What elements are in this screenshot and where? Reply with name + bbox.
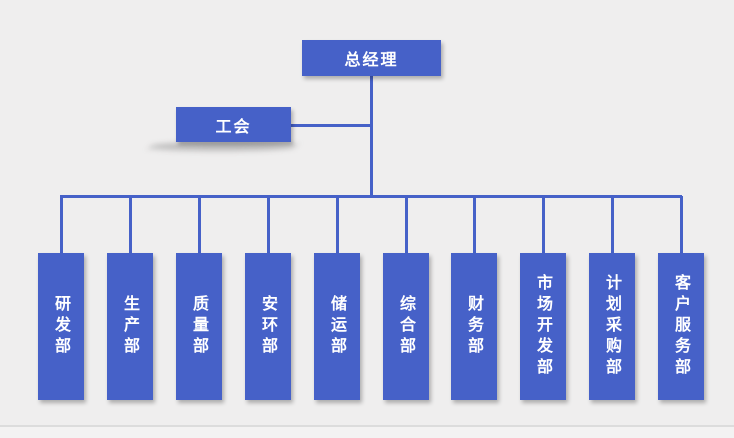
connector-line-dept [198,196,201,253]
connector-line-dept [336,196,339,253]
dept-node-safety-environment: 安环部 [245,253,291,400]
dept-node-production: 生产部 [107,253,153,400]
dept-node-planning-procurement: 计划采购部 [589,253,635,400]
dept-label: 质量部 [190,295,209,358]
connector-line-union [291,124,370,127]
connector-line-dept [473,196,476,253]
root-node-label: 总经理 [344,50,399,69]
connector-line-dept [129,196,132,253]
union-node-label: 工会 [215,116,252,136]
dept-node-general-affairs: 综合部 [383,253,429,400]
connector-line-horizontal [60,195,682,198]
dept-label: 生产部 [121,295,140,358]
dept-node-quality: 质量部 [176,253,222,400]
dept-node-customer-service: 客户服务部 [658,253,704,400]
dept-label: 财务部 [465,295,484,358]
dept-label: 储运部 [328,295,347,358]
dept-label: 客户服务部 [672,274,691,379]
connector-line-root [370,76,373,196]
dept-label: 计划采购部 [603,274,622,379]
root-node-general-manager: 总经理 [302,40,441,76]
connector-line-dept [542,196,545,253]
dept-node-finance: 财务部 [451,253,497,400]
connector-line-dept [611,196,614,253]
connector-line-dept [680,196,683,253]
dept-label: 市场开发部 [534,274,553,379]
dept-node-market-development: 市场开发部 [520,253,566,400]
union-shadow-smudge [145,142,301,151]
dept-node-rnd: 研发部 [38,253,84,400]
bottom-divider [0,425,734,438]
connector-line-dept [60,196,63,253]
connector-line-dept [405,196,408,253]
connector-line-dept [267,196,270,253]
dept-node-storage-transport: 储运部 [314,253,360,400]
dept-label: 安环部 [259,295,278,358]
dept-label: 综合部 [397,295,416,358]
union-node: 工会 [176,107,291,142]
dept-label: 研发部 [52,295,71,358]
